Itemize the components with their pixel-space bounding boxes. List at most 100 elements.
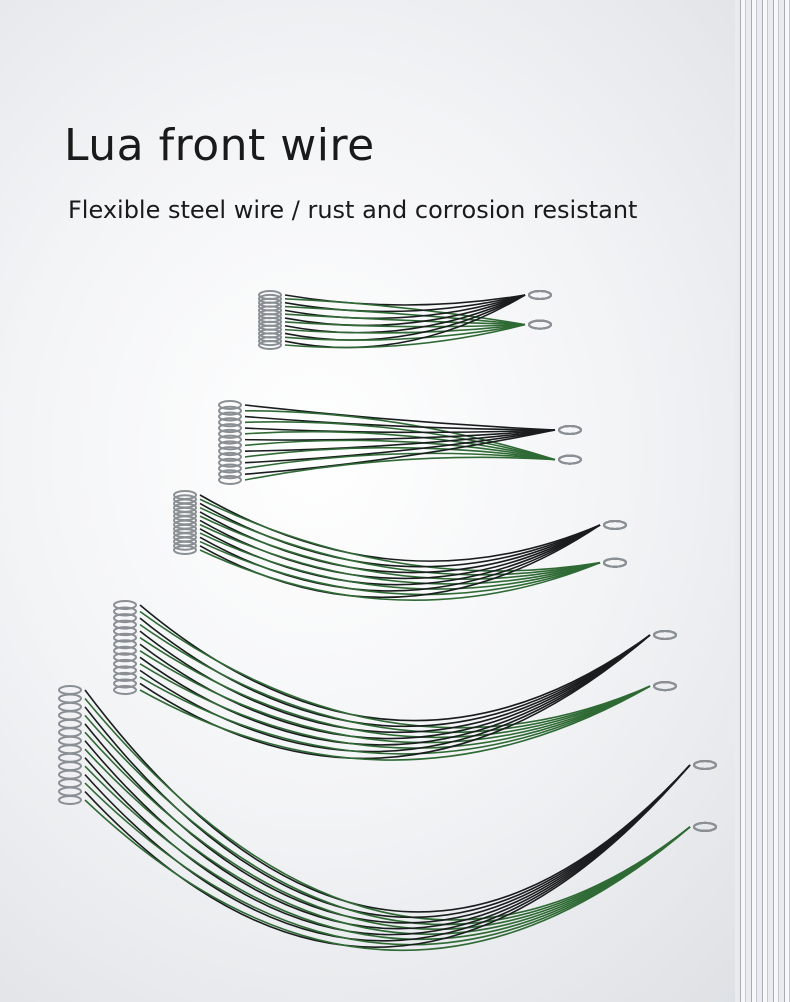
wire — [84, 689, 691, 913]
wire — [244, 452, 556, 470]
wire — [284, 294, 526, 349]
wire — [284, 294, 526, 341]
swivel-snap — [218, 446, 242, 457]
swivel-snap — [58, 795, 82, 805]
wire-bundle — [58, 685, 717, 952]
background-stripes — [735, 0, 790, 1002]
wire — [84, 731, 691, 930]
wire — [244, 446, 556, 461]
wire — [244, 427, 556, 434]
wire — [84, 799, 691, 952]
wire — [284, 321, 526, 328]
swivel-snap — [58, 693, 82, 704]
swivel-snap — [603, 520, 627, 530]
wire-bundle — [173, 490, 627, 602]
wire — [284, 294, 526, 334]
wire — [284, 323, 526, 334]
swivel-snap — [113, 639, 137, 650]
wire — [244, 429, 556, 441]
swivel-snap — [218, 451, 242, 462]
swivel-snap — [58, 727, 82, 738]
wire — [84, 765, 691, 940]
wire — [284, 294, 526, 327]
wire — [199, 515, 601, 580]
swivel-snap — [58, 744, 82, 755]
wire — [139, 650, 651, 744]
wire-bundle — [218, 400, 582, 485]
wire-bundle — [113, 600, 677, 761]
swivel-snap — [258, 336, 282, 347]
swivel-snap — [528, 290, 552, 300]
wire — [244, 429, 556, 452]
wire — [244, 439, 556, 461]
swivel-snap — [528, 319, 552, 330]
swivel-snap — [113, 645, 137, 656]
wire — [284, 294, 526, 313]
swivel-snap — [258, 340, 282, 350]
wire — [199, 523, 601, 585]
swivel-snap — [113, 671, 137, 682]
swivel-snap — [218, 417, 242, 428]
wire — [244, 429, 556, 464]
wire — [139, 637, 651, 739]
wire — [199, 498, 601, 572]
wire — [139, 623, 651, 734]
swivel-snap — [113, 652, 137, 663]
swivel-snap — [218, 457, 242, 468]
swivel-snap — [218, 428, 242, 439]
swivel-snap — [218, 405, 242, 416]
wire — [284, 313, 526, 326]
wire — [84, 697, 691, 921]
product-title: Lua front wire — [64, 120, 375, 171]
swivel-snap — [113, 632, 137, 643]
wire — [199, 540, 601, 596]
swivel-snap — [558, 454, 582, 465]
swivel-snap — [693, 760, 717, 770]
wire — [244, 415, 556, 431]
swivel-snap — [653, 630, 677, 640]
swivel-snap — [113, 665, 137, 676]
wire-bundle — [258, 290, 552, 350]
swivel-snap — [218, 440, 242, 451]
swivel-snap — [58, 685, 82, 695]
swivel-snap — [58, 718, 82, 729]
wire — [284, 298, 526, 326]
wire — [84, 748, 691, 935]
wire — [244, 421, 556, 461]
swivel-snap — [603, 557, 627, 568]
wire — [244, 456, 556, 481]
swivel-snap — [558, 425, 582, 435]
wire — [139, 663, 651, 749]
wire — [139, 604, 651, 722]
swivel-snap — [113, 600, 137, 610]
swivel-snap — [113, 613, 137, 624]
swivel-snap — [58, 752, 82, 763]
wire — [139, 685, 651, 761]
wire — [139, 676, 651, 755]
wire — [244, 430, 556, 461]
wire — [199, 524, 601, 599]
swivel-snap — [218, 463, 242, 474]
wire — [244, 404, 556, 431]
wire — [284, 305, 526, 326]
wire — [244, 429, 556, 476]
swivel-snap — [113, 678, 137, 689]
wire — [139, 634, 651, 760]
swivel-snap — [58, 761, 82, 772]
swivel-snap — [58, 701, 82, 712]
swivel-snap — [58, 786, 82, 797]
wire — [84, 714, 691, 926]
swivel-snap — [58, 769, 82, 780]
wire — [84, 782, 691, 946]
swivel-snap — [218, 469, 242, 480]
swivel-snap — [113, 619, 137, 630]
swivel-snap — [58, 735, 82, 746]
wire — [139, 610, 651, 729]
wire — [199, 506, 601, 576]
swivel-snap — [58, 778, 82, 789]
product-subtitle: Flexible steel wire / rust and corrosion… — [68, 196, 638, 224]
wire — [199, 549, 601, 602]
swivel-snap — [218, 423, 242, 434]
wire — [284, 294, 526, 306]
